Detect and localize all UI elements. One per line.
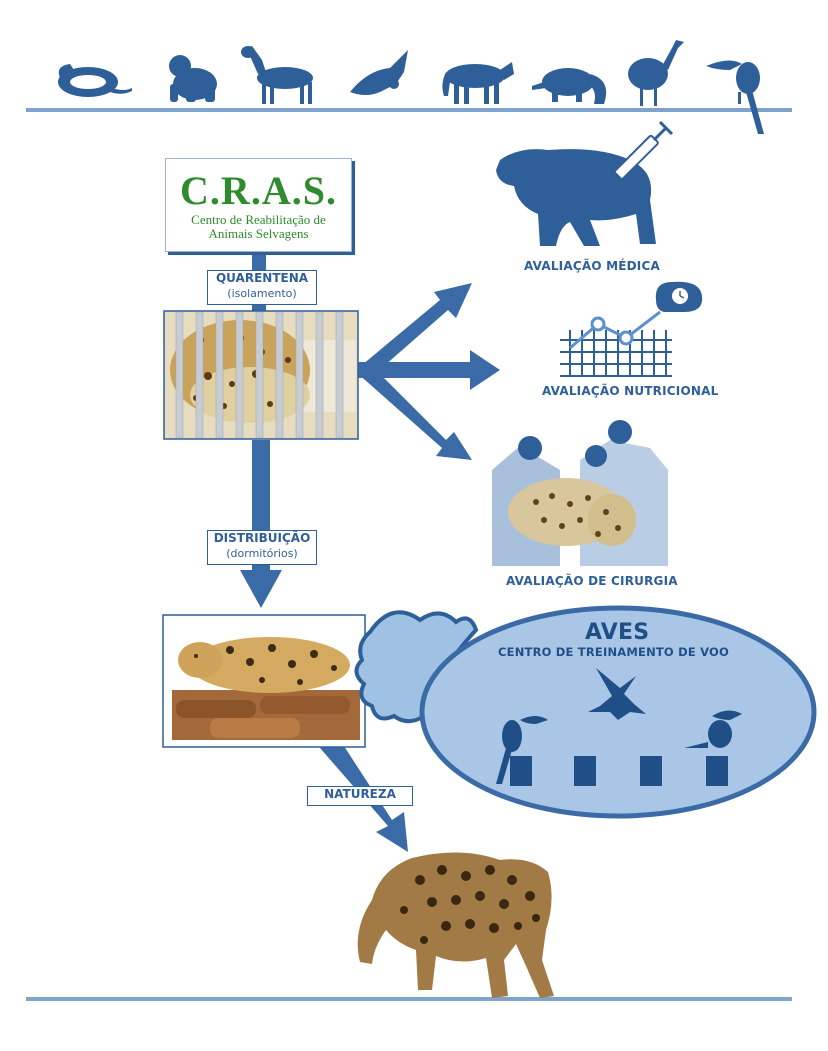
rhea-icon (628, 40, 684, 106)
perch-1 (510, 756, 532, 786)
surgery-illustration (492, 420, 668, 566)
monkey-icon (169, 55, 217, 102)
deer-icon (241, 46, 313, 104)
perch-4 (706, 756, 728, 786)
snake-icon (58, 64, 132, 97)
cras-subtitle-line2: Animais Selvagens (208, 226, 309, 241)
steak-icon (655, 281, 703, 312)
arrow-down-dormitorio (240, 570, 282, 608)
toucan-icon (706, 60, 764, 134)
cras-title: C.R.A.S. (180, 168, 337, 213)
natureza-label-box: NATUREZA (307, 786, 413, 806)
perch-2 (574, 756, 596, 786)
quarentena-photo (163, 310, 359, 440)
top-rule (26, 108, 792, 112)
avaliacao-cirurgia-label: AVALIAÇÃO DE CIRURGIA (506, 574, 678, 588)
cras-subtitle-line1: Centro de Reabilitação de (191, 212, 326, 227)
syringe-icon (605, 120, 674, 189)
avaliacao-nutricional-label: AVALIAÇÃO NUTRICIONAL (542, 384, 719, 398)
walking-jaguar-illustration (357, 852, 554, 998)
aves-title: AVES (585, 620, 650, 645)
dormitorio-photo (162, 614, 366, 748)
eagle-icon (350, 50, 408, 95)
anteater-icon (532, 68, 607, 104)
natureza-title: NATUREZA (324, 787, 396, 801)
eagle-flying-icon (588, 668, 646, 720)
bottom-rule (26, 997, 792, 1001)
wolf-icon (442, 62, 514, 104)
toucan-perch-right-icon (684, 710, 742, 748)
cras-logo: C.R.A.S. Centro de Reabilitação de Anima… (165, 158, 352, 252)
quarentena-label-box: QUARENTENA (isolamento) (207, 270, 317, 305)
quarentena-subtitle: (isolamento) (227, 287, 297, 300)
branch-arrows (356, 283, 500, 460)
distribuicao-title: DISTRIBUIÇÃO (213, 531, 311, 545)
avaliacao-medica-label: AVALIAÇÃO MÉDICA (524, 259, 660, 273)
quarentena-title: QUARENTENA (215, 271, 309, 285)
aves-subtitle: CENTRO DE TREINAMENTO DE VOO (498, 645, 729, 659)
perch-3 (640, 756, 662, 786)
toucan-perch-left-icon (496, 716, 548, 784)
distribuicao-label-box: DISTRIBUIÇÃO (dormitórios) (207, 530, 317, 565)
distribuicao-subtitle: (dormitórios) (226, 547, 298, 560)
nutrition-chart-icon (560, 310, 672, 377)
